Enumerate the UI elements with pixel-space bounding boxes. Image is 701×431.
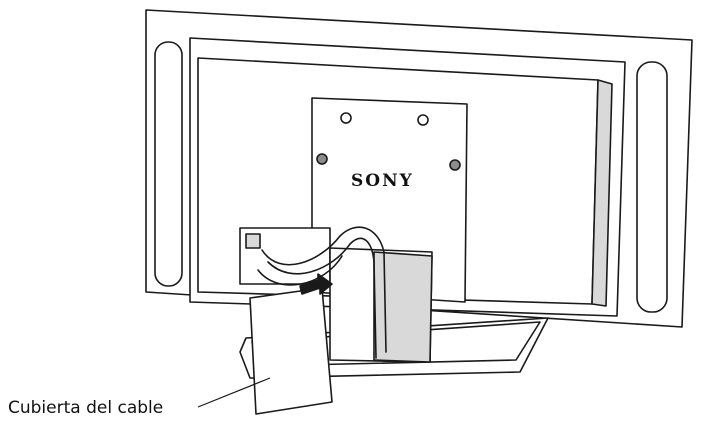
- brand-logo: SONY: [351, 171, 414, 191]
- screw-mid-right-icon: [449, 159, 461, 171]
- terminal-connector: [245, 233, 261, 249]
- stand-neck-shadow: [373, 251, 433, 363]
- cable-bundle-1: [261, 226, 387, 353]
- cable-cover-label: Cubierta del cable: [8, 398, 164, 418]
- rear-cabinet-edge: [591, 79, 613, 307]
- callout-leader-line: [197, 377, 271, 408]
- screw-top-left-icon: [340, 112, 352, 124]
- left-speaker-slot: [154, 41, 183, 287]
- right-speaker-slot: [636, 61, 668, 313]
- screw-mid-left-icon: [316, 153, 328, 165]
- insert-arrow-icon: [299, 273, 333, 295]
- cable-bundle-2: [267, 237, 377, 359]
- screw-top-right-icon: [417, 114, 429, 126]
- cable-bundle-3: [257, 255, 343, 286]
- cable-cover: [249, 287, 333, 415]
